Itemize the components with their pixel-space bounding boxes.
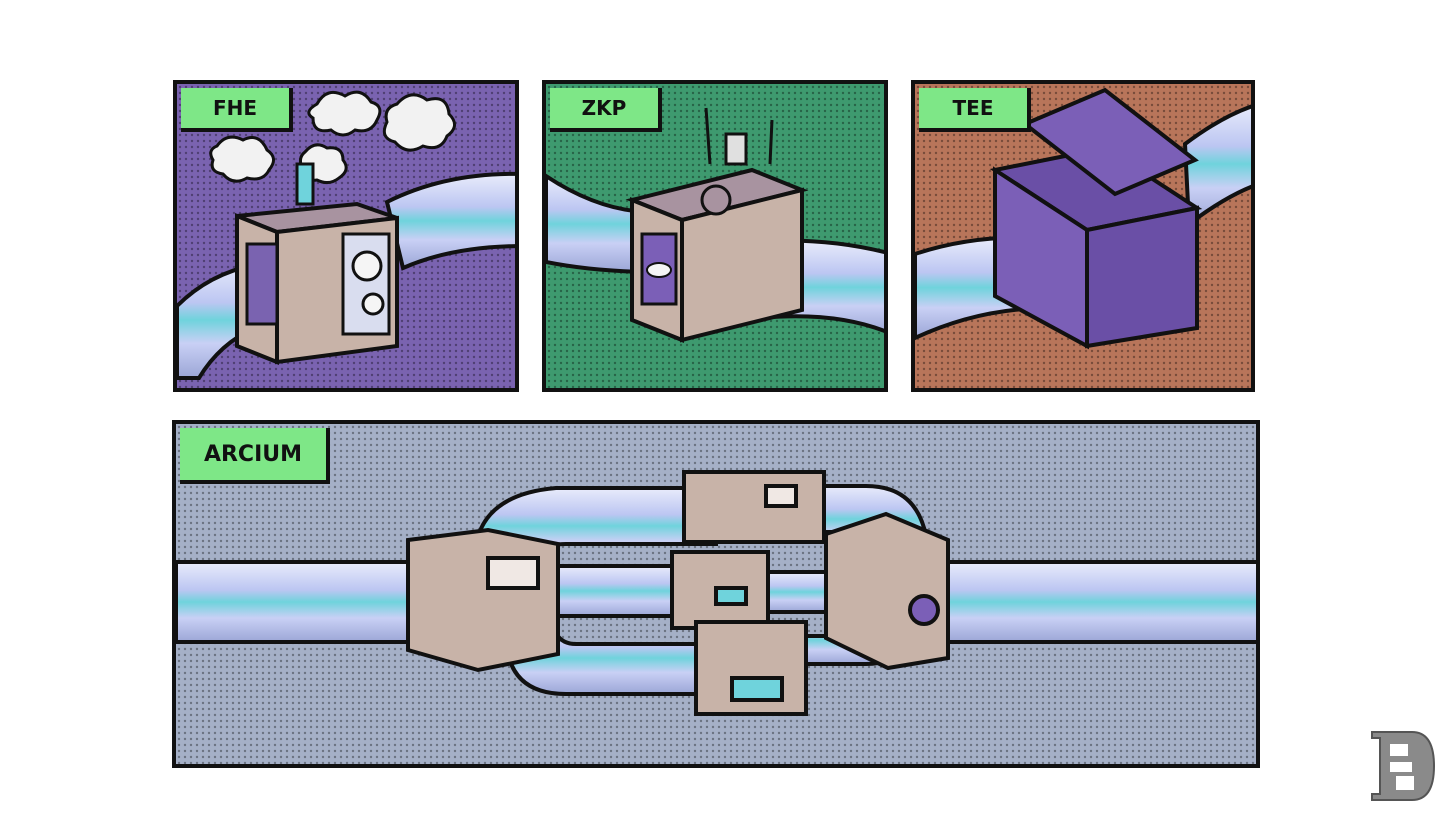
tee-illustration <box>915 84 1251 388</box>
panel-label-arcium: ARCIUM <box>180 428 330 484</box>
panel-label-zkp: ZKP <box>550 88 662 132</box>
zkp-illustration <box>546 84 884 388</box>
panel-label-tee: TEE <box>919 88 1031 132</box>
fhe-illustration <box>177 84 515 388</box>
panel-label-fhe: FHE <box>181 88 293 132</box>
panel-arcium: ARCIUM <box>172 420 1260 768</box>
panel-fhe: FHE <box>173 80 519 392</box>
publisher-logo-icon <box>1366 726 1438 802</box>
panel-zkp: ZKP <box>542 80 888 392</box>
panel-tee: TEE <box>911 80 1255 392</box>
arcium-illustration <box>176 424 1256 764</box>
